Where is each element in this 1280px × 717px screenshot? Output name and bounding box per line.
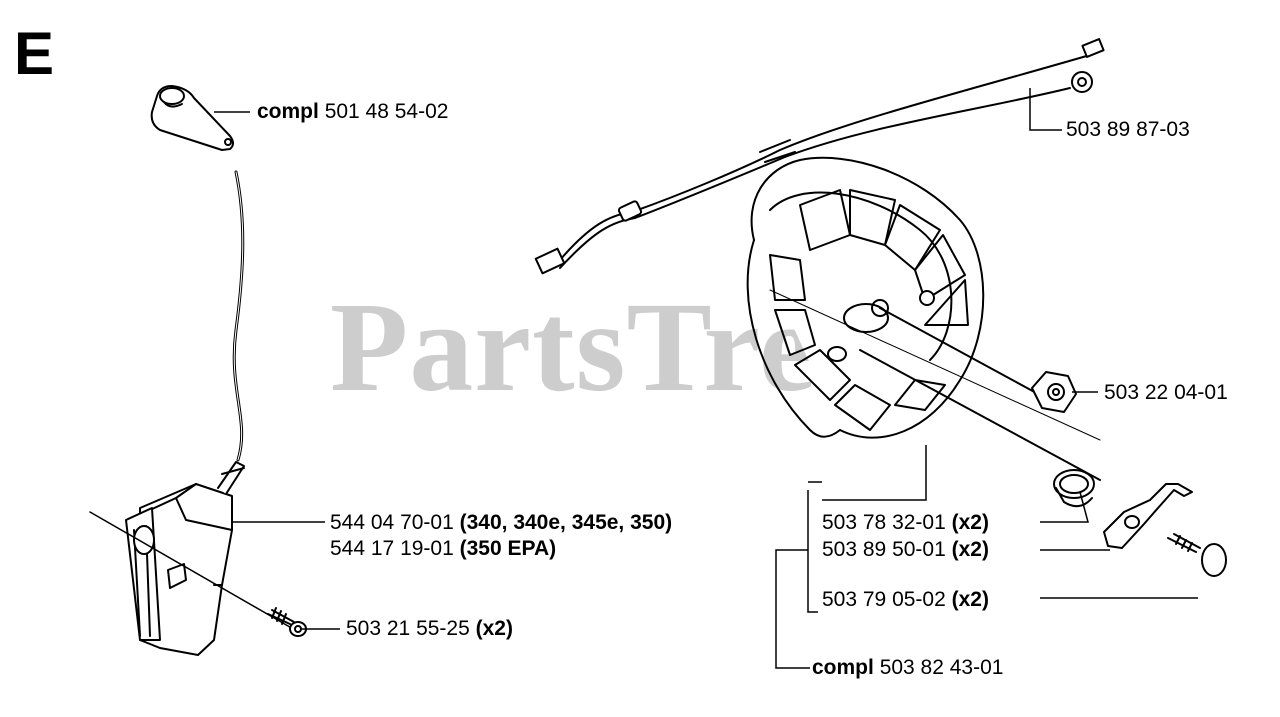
watermark: PartsTree — [330, 276, 875, 418]
section-letter: E — [14, 20, 55, 87]
spark-plug-cap-drawing — [150, 85, 234, 151]
callout-pawl[interactable]: 503 89 50-01 (x2) — [822, 538, 989, 561]
callout-pawl-screw[interactable]: 503 79 05-02 (x2) — [822, 588, 989, 611]
pawl-drawing — [1103, 483, 1193, 549]
callout-nut[interactable]: 503 22 04-01 — [1104, 381, 1228, 404]
pawl-screw-drawing — [1167, 533, 1227, 577]
callout-spark-cap[interactable]: compl 501 48 54-02 — [257, 100, 449, 123]
flywheel-drawing — [746, 156, 1101, 481]
cable-drawing — [534, 38, 1105, 275]
spring-drawing — [1053, 469, 1095, 508]
callout-spring[interactable]: 503 78 32-01 (x2) — [822, 511, 989, 534]
callout-cable[interactable]: 503 89 87-03 — [1066, 118, 1190, 141]
callout-coil-screw[interactable]: 503 21 55-25 (x2) — [346, 617, 513, 640]
coil-screw-drawing — [267, 607, 307, 637]
callout-flywheel-kit[interactable]: compl 503 82 43-01 — [812, 656, 1004, 679]
callout-coil-a[interactable]: 544 04 70-01 (340, 340e, 345e, 350) — [330, 511, 673, 534]
nut-drawing — [1031, 371, 1077, 413]
ignition-coil-drawing — [89, 461, 296, 656]
callout-coil-b[interactable]: 544 17 19-01 (350 EPA) — [330, 537, 557, 560]
